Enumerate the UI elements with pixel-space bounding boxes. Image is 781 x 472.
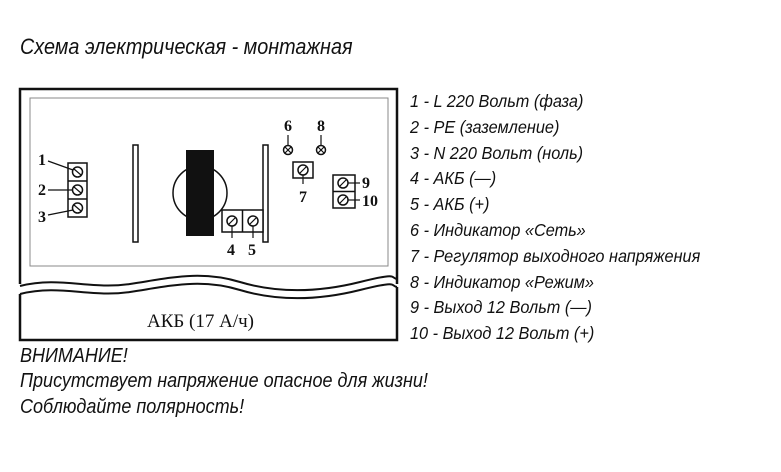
legend-item: 7 - Регулятор выходного напряжения	[410, 245, 701, 266]
legend-item: 6 - Индикатор «Сеть»	[410, 219, 586, 240]
battery-housing	[18, 287, 399, 342]
legend-item: 5 - АКБ (+)	[410, 194, 490, 215]
label-5: 5	[248, 242, 256, 259]
label-2: 2	[38, 182, 46, 199]
legend-list: 1 - L 220 Вольт (фаза) 2 - PE (заземлени…	[410, 89, 722, 347]
warning-line-1: Присутствует напряжение опасное для жизн…	[20, 370, 428, 392]
label-3: 3	[38, 209, 46, 226]
device-housing	[18, 87, 399, 284]
label-6: 6	[284, 118, 292, 135]
legend-item: 10 - Выход 12 Вольт (+)	[410, 323, 595, 344]
right-bar	[262, 144, 269, 243]
break-line-top	[19, 274, 398, 292]
legend-item: 4 - АКБ (—)	[410, 168, 497, 189]
break-line-bottom	[19, 282, 398, 300]
legend-item: 1 - L 220 Вольт (фаза)	[410, 91, 584, 111]
label-10: 10	[362, 193, 378, 210]
inner-panel	[29, 97, 389, 267]
label-9: 9	[362, 175, 370, 192]
label-8: 8	[317, 118, 325, 135]
legend-item: 2 - PE (заземление)	[410, 116, 560, 137]
warning-heading: ВНИМАНИЕ!	[20, 345, 128, 367]
left-bar	[132, 144, 139, 243]
label-7: 7	[299, 189, 307, 206]
warning-line-2: Соблюдайте полярность!	[20, 396, 245, 418]
legend-item: 3 - N 220 Вольт (ноль)	[410, 142, 584, 163]
battery-label: АКБ (17 А/ч)	[147, 311, 254, 332]
label-1: 1	[38, 152, 46, 169]
label-4: 4	[227, 242, 235, 259]
transformer-core	[186, 150, 214, 236]
legend-item: 9 - Выход 12 Вольт (—)	[410, 297, 592, 318]
legend-item: 8 - Индикатор «Режим»	[410, 271, 594, 292]
diagram-title: Схема электрическая - монтажная	[20, 34, 353, 59]
